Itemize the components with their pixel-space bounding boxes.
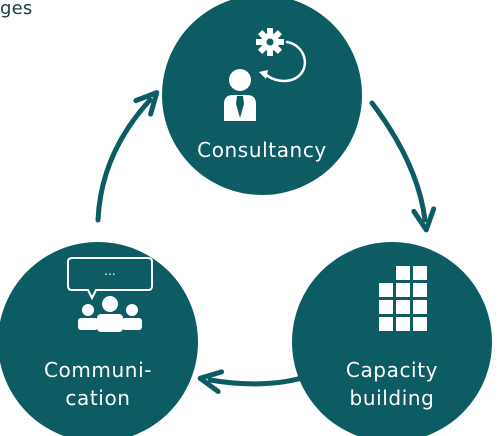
label-capacity-building: Capacity building (308, 356, 476, 412)
label-communication: Communi- cation (14, 356, 182, 412)
label-consultancy-line-1: Consultancy (197, 138, 327, 162)
group-speech-icon: ... (67, 257, 153, 332)
speech-bubble-text: ... (104, 264, 115, 278)
arrow-communication-to-consultancy (95, 90, 160, 223)
header-fragment: ges (0, 0, 33, 19)
label-capacity-line-2: building (349, 386, 435, 410)
node-consultancy (162, 0, 362, 195)
label-communication-line-2: cation (65, 386, 131, 410)
label-capacity-line-1: Capacity (345, 358, 439, 382)
block-grid-icon (379, 266, 427, 331)
arrow-capacity-to-communication (197, 369, 308, 395)
label-communication-line-1: Communi- (43, 358, 153, 382)
arrow-consultancy-to-capacity (369, 100, 437, 233)
label-consultancy: Consultancy (172, 136, 352, 164)
node-capacity (292, 242, 492, 436)
